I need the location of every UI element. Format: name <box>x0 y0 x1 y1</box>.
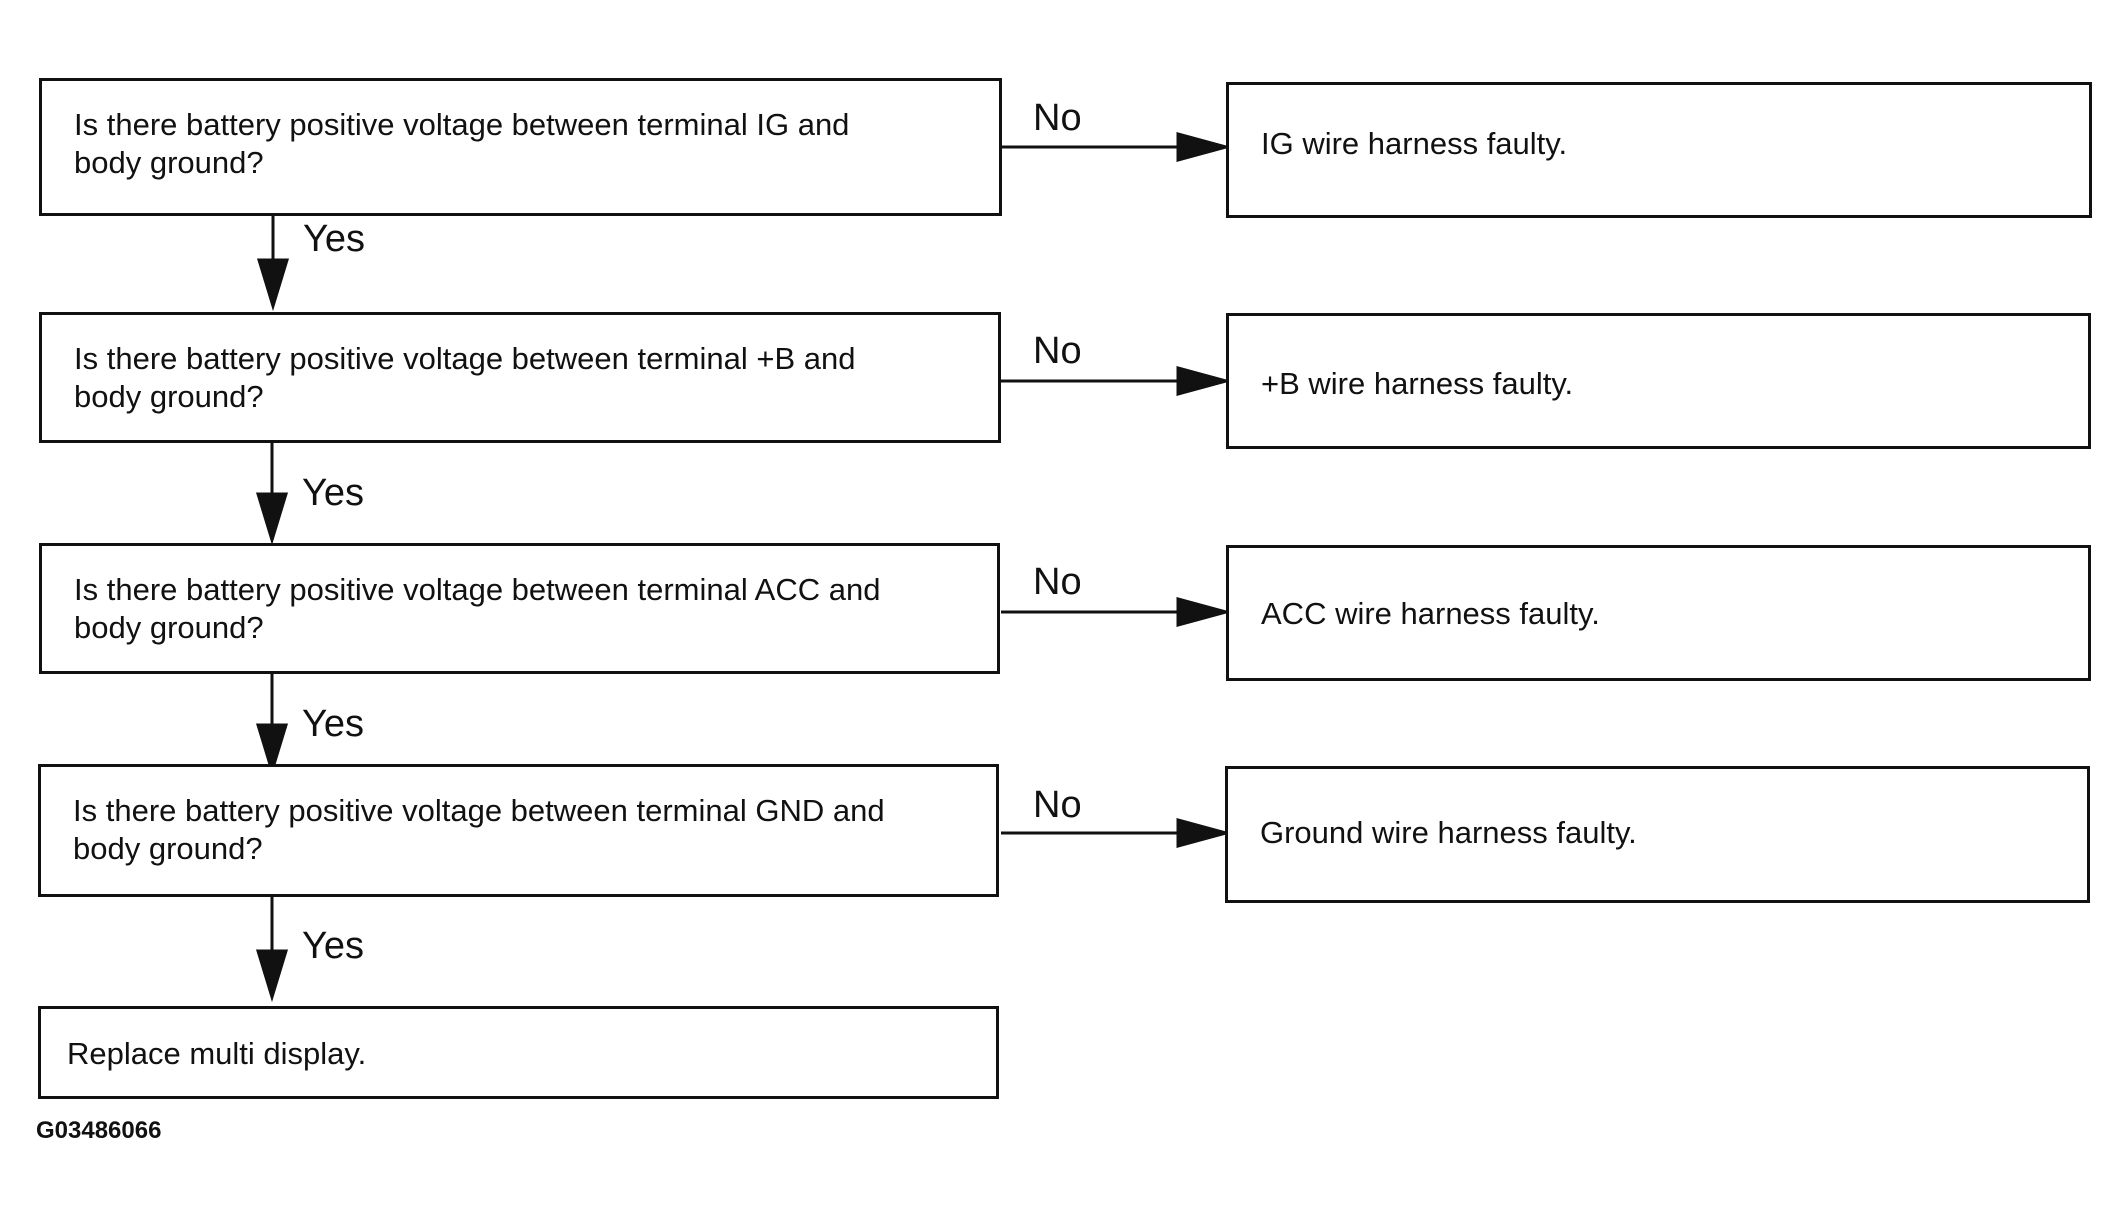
no-label-4: No <box>1033 784 1082 826</box>
question-box-ig: Is there battery positive voltage betwee… <box>39 78 1002 216</box>
result-text-ig: IG wire harness faulty. <box>1261 126 1568 161</box>
result-text-plus-b: +B wire harness faulty. <box>1261 366 1574 401</box>
question-box-acc: Is there battery positive voltage betwee… <box>39 543 1000 674</box>
result-text-acc: ACC wire harness faulty. <box>1261 596 1600 631</box>
figure-id: G03486066 <box>36 1117 162 1144</box>
yes-label-1: Yes <box>303 218 365 260</box>
question-text-ig: Is there battery positive voltage betwee… <box>74 107 850 180</box>
yes-label-3: Yes <box>302 703 364 745</box>
yes-label-2: Yes <box>302 472 364 514</box>
no-label-2: No <box>1033 330 1082 372</box>
yes-label-4: Yes <box>302 925 364 967</box>
question-box-gnd: Is there battery positive voltage betwee… <box>38 764 999 897</box>
result-box-acc: ACC wire harness faulty. <box>1226 545 2091 681</box>
no-label-3: No <box>1033 561 1082 603</box>
question-text-gnd: Is there battery positive voltage betwee… <box>73 793 885 866</box>
result-text-gnd: Ground wire harness faulty. <box>1260 815 1637 850</box>
final-action-box: Replace multi display. <box>38 1006 999 1099</box>
question-text-plus-b: Is there battery positive voltage betwee… <box>74 341 856 414</box>
final-action-text: Replace multi display. <box>67 1036 367 1071</box>
result-box-ig: IG wire harness faulty. <box>1226 82 2092 218</box>
question-text-acc: Is there battery positive voltage betwee… <box>74 572 881 645</box>
no-label-1: No <box>1033 97 1082 139</box>
result-box-gnd: Ground wire harness faulty. <box>1225 766 2090 903</box>
question-box-plus-b: Is there battery positive voltage betwee… <box>39 312 1001 443</box>
result-box-plus-b: +B wire harness faulty. <box>1226 313 2091 449</box>
